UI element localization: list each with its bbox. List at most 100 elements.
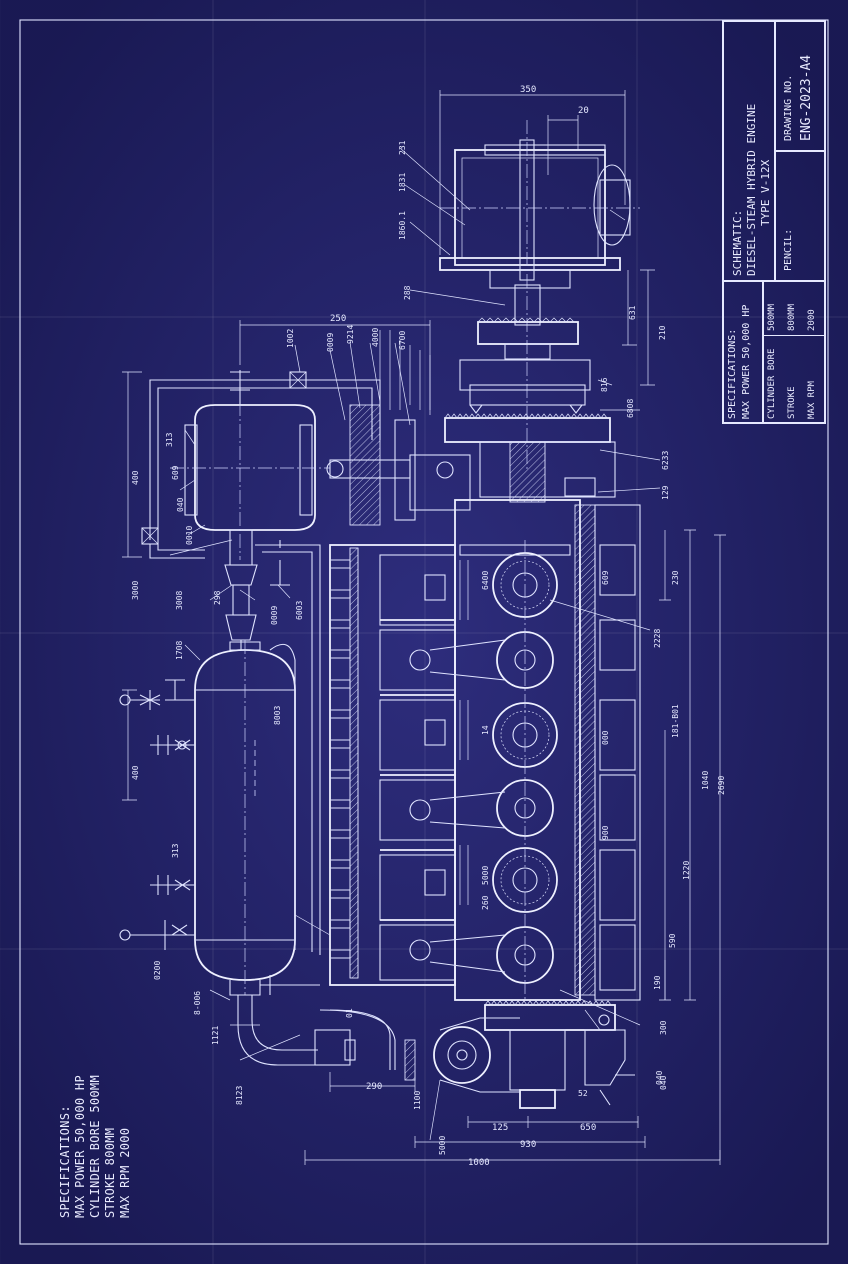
paper-fold <box>0 316 848 318</box>
spec-row-label: MAX RPM <box>807 381 817 419</box>
paper-fold <box>636 0 638 1264</box>
callout: 816 <box>600 377 609 392</box>
spec-row-value: 2000 <box>807 309 817 331</box>
dim-600: 609 <box>601 570 610 585</box>
callout: 6233 <box>661 451 670 470</box>
corner-specifications: SPECIFICATIONS: MAX POWER 50,000 HP CYLI… <box>58 1075 133 1218</box>
dimension-labels: 350 20 250 290 1000 930 125 650 <box>330 85 596 1168</box>
paper-fold <box>212 0 214 1264</box>
callout: 313 <box>165 432 174 447</box>
paper-fold <box>424 0 426 1264</box>
dim-230: 230 <box>671 570 680 585</box>
spec-row-label: STROKE <box>787 386 797 419</box>
paper-fold <box>0 948 848 950</box>
corner-spec-heading: SPECIFICATIONS: <box>58 1105 72 1218</box>
dim-2690: 2690 <box>717 776 726 795</box>
injector-row <box>330 547 359 979</box>
pencil-label: PENCIL: <box>783 228 794 271</box>
callout: 01 <box>345 1008 354 1018</box>
dim-930: 930 <box>520 1140 536 1150</box>
title-cell <box>723 21 775 281</box>
corner-spec-line: MAX RPM 2000 <box>118 1127 132 1218</box>
drawing-no: ENG-2023-A4 <box>799 54 814 141</box>
corner-spec-line: STROKE 800MM <box>103 1127 117 1218</box>
corner-spec-line: CYLINDER BORE 500MM <box>88 1075 102 1218</box>
callout: 0009 <box>326 333 335 352</box>
dim-350: 350 <box>520 85 536 95</box>
callout: 1121 <box>211 1026 220 1045</box>
side-frame <box>594 504 641 1001</box>
callout: 0010 <box>185 526 194 545</box>
spec-heading: SPECIFICATIONS: <box>727 328 738 419</box>
callout: 0009 <box>270 606 279 625</box>
callout: 2228 <box>653 629 662 648</box>
callout: 288 <box>403 285 412 300</box>
callout: 14 <box>481 725 490 735</box>
dim-1040: 1040 <box>701 771 710 790</box>
callout: 6700 <box>398 331 407 350</box>
dim-1100: 1100 <box>413 1091 422 1110</box>
dimension-lines <box>122 90 726 1165</box>
bottom-gear-pump <box>404 1000 635 1109</box>
callout: 1708 <box>175 641 184 660</box>
dim-1000: 1000 <box>468 1158 490 1168</box>
callout: 6003 <box>295 601 304 620</box>
dim-300: 300 <box>659 1020 668 1035</box>
callout: 5000 <box>481 866 490 885</box>
leader-lines <box>169 147 661 1141</box>
dim-125: 125 <box>492 1123 508 1133</box>
dim-400: 400 <box>131 470 140 485</box>
callout: 0200 <box>153 961 162 980</box>
callout: 260 <box>481 895 490 910</box>
drawing-no-cell <box>775 21 825 151</box>
callout: 5000 <box>438 1136 447 1155</box>
callout: 9214 <box>346 325 355 344</box>
dim-210: 210 <box>658 325 667 340</box>
callout: 3000 <box>131 581 140 600</box>
dim-20: 20 <box>578 106 589 116</box>
callout: 8123 <box>235 1086 244 1105</box>
dim-900: 900 <box>601 825 610 840</box>
steam-drum <box>141 330 471 955</box>
engine-type: TYPE V-12X <box>759 159 772 226</box>
generator-assembly <box>439 120 640 503</box>
callout: 6400 <box>481 571 490 590</box>
callout: 129 <box>661 485 670 500</box>
callout: 040 <box>655 1070 664 1085</box>
callout: 298 <box>213 590 222 605</box>
callout: 8003 <box>273 706 282 725</box>
dim-1813: 181-B01 <box>671 704 680 738</box>
callout: 6808 <box>626 399 635 418</box>
dim-590: 590 <box>668 933 677 948</box>
spec-row-value: 500MM <box>767 303 777 331</box>
callout: 000 <box>601 730 610 745</box>
callout: 040 <box>176 497 185 512</box>
callout: 8-006 <box>193 991 202 1015</box>
dim-631: 631 <box>628 305 637 320</box>
schematic-label: SCHEMATIC: <box>731 209 744 276</box>
boiler-tank <box>119 640 396 1070</box>
callout: 3008 <box>175 591 184 610</box>
dim-1200: 1220 <box>682 861 691 880</box>
callout-labels: 231 1831 1860.1 288 1002 0009 9214 4000 … <box>131 140 726 1155</box>
title-block: SCHEMATIC: DIESEL-STEAM HYBRID ENGINE TY… <box>722 20 826 424</box>
callout: 1002 <box>286 329 295 348</box>
callout: 313 <box>171 843 180 858</box>
drawing-no-label: DRAWING NO. <box>783 74 794 141</box>
corner-spec-line: MAX POWER 50,000 HP <box>73 1075 87 1218</box>
pencil-cell <box>775 151 825 281</box>
dim-600: 400 <box>131 765 140 780</box>
dim-650: 650 <box>580 1123 596 1133</box>
callout: 4000 <box>371 328 380 347</box>
spec-row-value: 800MM <box>787 303 797 331</box>
callout: 52 <box>578 1089 588 1098</box>
crankcase <box>429 499 596 1001</box>
dim-190: 190 <box>653 975 662 990</box>
callout: 1860.1 <box>398 211 407 240</box>
dim-290: 290 <box>366 1082 382 1092</box>
callout: 1831 <box>398 173 407 192</box>
dim-250: 250 <box>330 314 346 324</box>
spec-max-power: MAX POWER 50,000 HP <box>741 304 752 419</box>
